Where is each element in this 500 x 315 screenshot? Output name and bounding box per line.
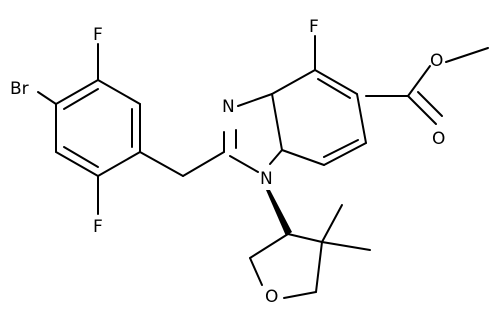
bond <box>249 257 263 286</box>
bond <box>63 146 99 168</box>
atom-label-n-imine: N <box>222 97 235 117</box>
atom-label-br: Br <box>10 79 29 99</box>
bond <box>249 233 289 259</box>
bond <box>445 47 489 63</box>
bond <box>55 151 99 177</box>
bond <box>356 93 367 144</box>
stereo-wedge-bond <box>266 190 292 236</box>
bond <box>407 65 431 97</box>
bond <box>237 93 273 107</box>
atom-label-n-ring: N <box>260 169 273 189</box>
bond <box>271 93 283 151</box>
bond <box>287 233 323 243</box>
bond <box>323 139 359 158</box>
bond <box>315 241 323 293</box>
bond <box>182 151 225 177</box>
atom-label-f-bottom-left: F <box>93 217 103 237</box>
bond <box>229 155 259 173</box>
bond <box>314 69 358 95</box>
bond <box>281 149 325 166</box>
bond <box>97 79 141 105</box>
bond-layer <box>37 35 489 299</box>
bond <box>63 88 99 110</box>
bond <box>269 149 283 165</box>
atom-label-o-ester-single: O <box>430 51 443 71</box>
atom-label-o-ester-double: O <box>432 129 445 149</box>
bond <box>97 151 141 177</box>
bond <box>317 78 351 99</box>
atom-label-layer: Br F F F N N O O O <box>10 17 445 307</box>
atom-label-f-top-left: F <box>93 25 103 45</box>
bond <box>407 95 437 125</box>
bond <box>323 142 367 166</box>
bond <box>283 291 317 299</box>
atom-label-f-benzimidazole: F <box>309 17 319 37</box>
atom-label-o-ring: O <box>265 287 278 307</box>
bond <box>37 91 57 105</box>
bond <box>321 204 343 243</box>
bond <box>271 69 316 95</box>
bond <box>55 79 99 105</box>
bond <box>417 91 443 117</box>
bond <box>321 241 371 251</box>
bond <box>139 151 184 177</box>
